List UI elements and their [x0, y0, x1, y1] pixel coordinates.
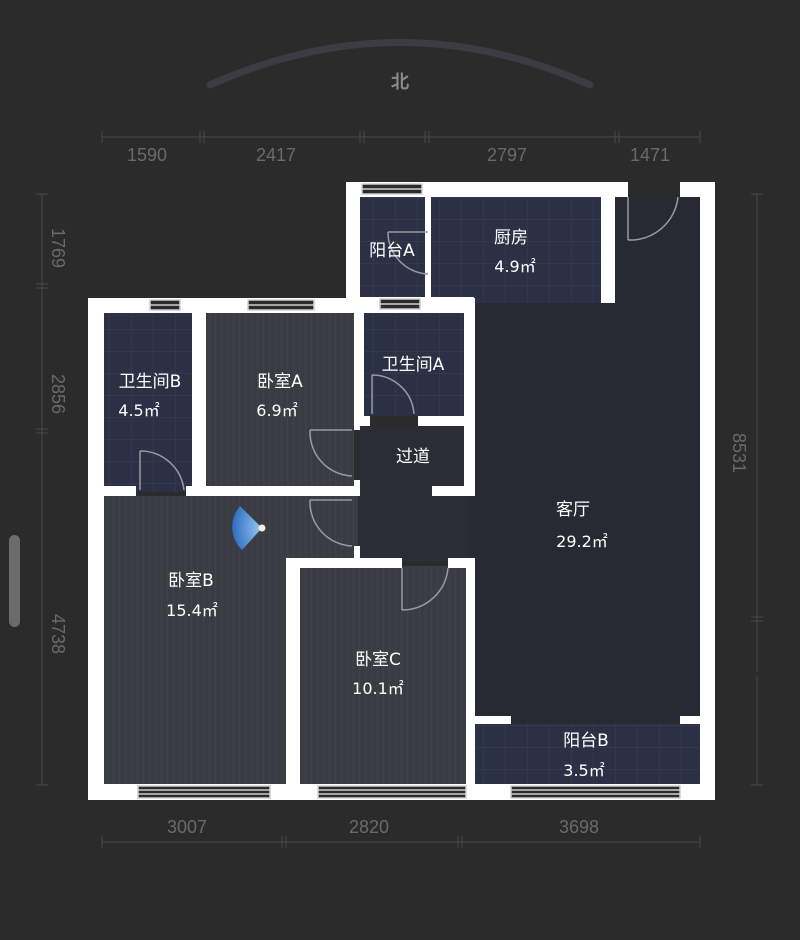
compass-arc [206, 39, 594, 89]
bedroom-c-door[interactable] [401, 567, 449, 611]
room-area-living: 29.2㎡ [556, 532, 608, 551]
bedroom-a-floor[interactable] [206, 313, 354, 492]
room-name-living: 客厅 [556, 500, 590, 520]
room-name-bedroom-c: 卧室C [355, 650, 401, 670]
dim-left-1: 1769 [48, 228, 68, 268]
dim-bottom-1: 3007 [167, 817, 207, 837]
room-name-kitchen: 厨房 [494, 228, 528, 248]
room-name-bath-b: 卫生间B [119, 372, 182, 392]
room-name-bath-a: 卫生间A [382, 355, 445, 375]
bath-b-door[interactable] [139, 450, 185, 491]
compass: 北 [206, 39, 594, 93]
side-drag-handle[interactable] [9, 535, 20, 627]
dim-bottom-2: 2820 [349, 817, 389, 837]
bath-b-floor[interactable] [104, 313, 192, 492]
dim-top-2: 2417 [256, 145, 296, 165]
room-area-bath-b: 4.5㎡ [118, 401, 159, 420]
doors [139, 196, 679, 611]
top-dimensions [101, 131, 701, 143]
entry-door[interactable] [627, 196, 679, 241]
room-name-bedroom-a: 卧室A [257, 372, 303, 392]
bedroom-b-door[interactable] [309, 499, 353, 547]
bath-a-door[interactable] [371, 374, 415, 415]
room-name-corridor: 过道 [396, 447, 430, 467]
dim-bottom-3: 3698 [559, 817, 599, 837]
dim-top-1: 1590 [127, 145, 167, 165]
room-area-balcony-b: 3.5㎡ [563, 761, 604, 780]
bottom-dimensions [101, 836, 701, 848]
windows [137, 183, 681, 799]
view-cone-icon [232, 506, 262, 550]
camera-dot-icon [258, 524, 266, 532]
camera-view-marker[interactable] [232, 506, 266, 550]
bath-a-floor[interactable] [364, 313, 464, 416]
kitchen-floor[interactable] [431, 197, 601, 303]
balcony-a-floor[interactable] [360, 195, 425, 303]
balcony-b-floor[interactable] [475, 724, 700, 784]
room-name-balcony-b: 阳台B [563, 731, 609, 751]
room-name-balcony-a: 阳台A [369, 241, 415, 261]
bedroom-c-floor[interactable] [300, 566, 466, 784]
room-area-bedroom-a: 6.9㎡ [256, 401, 297, 420]
floors [104, 195, 700, 784]
room-area-kitchen: 4.9㎡ [494, 257, 535, 276]
dim-left-3: 4738 [48, 614, 68, 654]
north-label: 北 [391, 72, 409, 93]
dim-top-4: 1471 [630, 145, 670, 165]
living-room-floor[interactable] [358, 195, 700, 722]
balcony-a-door[interactable] [387, 231, 429, 275]
dim-left-2: 2856 [48, 374, 68, 414]
dim-right-1: 8531 [729, 433, 749, 473]
room-area-bedroom-b: 15.4㎡ [166, 601, 218, 620]
bedroom-a-door[interactable] [309, 429, 353, 477]
right-dimensions [751, 193, 763, 786]
room-name-bedroom-b: 卧室B [168, 571, 214, 591]
dim-top-3: 2797 [487, 145, 527, 165]
room-area-bedroom-c: 10.1㎡ [352, 679, 404, 698]
room-labels: 阳台A 厨房 4.9㎡ 卫生间B 4.5㎡ 卧室A 6.9㎡ 卫生间A 过道 客… [118, 228, 609, 780]
left-dimensions [36, 193, 48, 786]
